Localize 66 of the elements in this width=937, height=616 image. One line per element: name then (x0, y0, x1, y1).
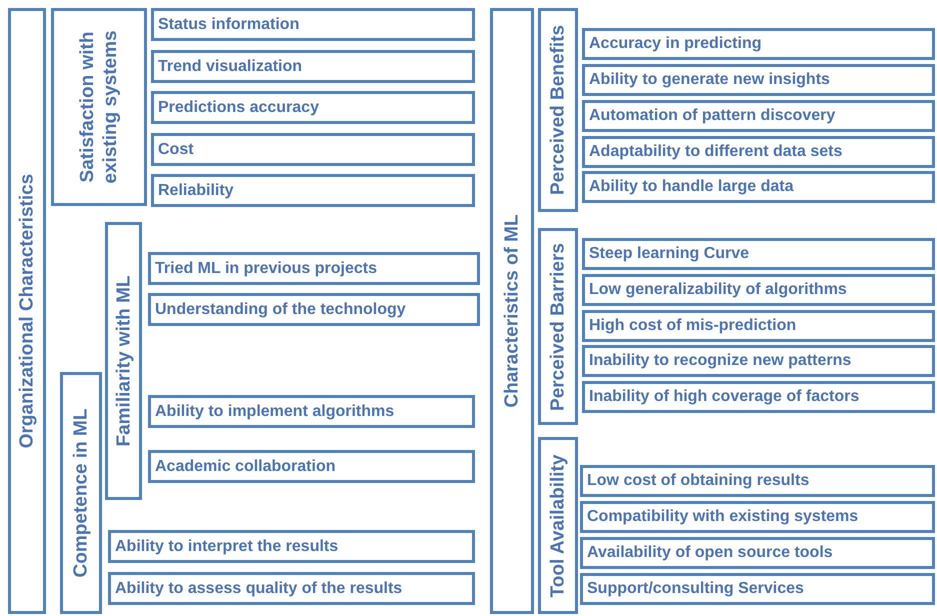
item-label: Inability to recognize new patterns (589, 351, 852, 371)
item-box (582, 238, 935, 270)
item-label: Availability of open source tools (587, 543, 833, 563)
category-label: Organizational Characteristics (16, 172, 38, 450)
item-box (151, 133, 475, 166)
item-box (108, 530, 475, 563)
item-label: Ability to generate new insights (589, 70, 830, 90)
item-label: Compatibility with existing systems (587, 507, 858, 527)
category-label: Competence in ML (70, 408, 92, 580)
item-label: Ability to interpret the results (115, 536, 338, 556)
item-box (108, 572, 475, 605)
category-box (538, 228, 578, 425)
item-box (151, 50, 475, 83)
item-box (582, 28, 935, 60)
item-label: Reliability (158, 180, 234, 200)
item-label: Understanding of the technology (155, 300, 406, 320)
item-box (582, 100, 935, 132)
item-label: Accuracy in predicting (589, 34, 762, 54)
category-box (105, 222, 142, 500)
category-box (51, 8, 147, 206)
category-box (538, 8, 578, 212)
category-label: Familiarity with ML (112, 274, 135, 449)
category-box (60, 372, 102, 614)
category-box (8, 8, 46, 614)
item-box (582, 136, 935, 168)
category-label: Satisfaction with existing systems (76, 29, 122, 186)
item-label: High cost of mis-prediction (589, 316, 796, 336)
item-box (151, 91, 475, 124)
item-label: Support/consulting Services (587, 579, 804, 599)
item-label: Steep learning Curve (589, 244, 750, 264)
item-box (582, 310, 935, 342)
item-label: Cost (158, 140, 194, 160)
item-box (580, 501, 935, 533)
item-label: Low cost of obtaining results (587, 471, 810, 491)
category-label: Perceived Barriers (546, 242, 570, 412)
item-box (580, 537, 935, 569)
category-label: Tool Availability (546, 453, 570, 600)
item-box (582, 345, 935, 377)
item-box (582, 381, 935, 413)
item-label: Ability to handle large data (589, 177, 794, 197)
item-label: Tried ML in previous projects (155, 258, 377, 278)
item-label: Predictions accuracy (158, 98, 319, 118)
item-box (151, 174, 475, 207)
item-label: Academic collaboration (155, 456, 336, 476)
item-box (148, 293, 480, 326)
item-label: Adaptability to different data sets (589, 142, 842, 162)
category-label: Perceived Benefits (546, 24, 570, 198)
item-box (582, 64, 935, 96)
item-label: Inability of high coverage of factors (589, 387, 860, 407)
item-label: Status information (158, 14, 300, 34)
item-box (148, 395, 475, 428)
category-label: Characteristics of ML (500, 213, 524, 410)
category-box (538, 437, 578, 614)
category-box (490, 8, 534, 614)
item-label: Ability to implement algorithms (155, 402, 394, 422)
item-box (148, 450, 475, 483)
item-box (580, 465, 935, 497)
item-label: Trend visualization (158, 56, 302, 76)
item-label: Automation of pattern discovery (589, 106, 836, 126)
item-box (148, 252, 480, 285)
item-box (582, 274, 935, 306)
item-label: Ability to assess quality of the results (115, 578, 402, 598)
item-box (151, 8, 475, 41)
item-box (582, 171, 935, 203)
item-label: Low generalizability of algorithms (589, 280, 847, 300)
item-box (580, 573, 935, 605)
